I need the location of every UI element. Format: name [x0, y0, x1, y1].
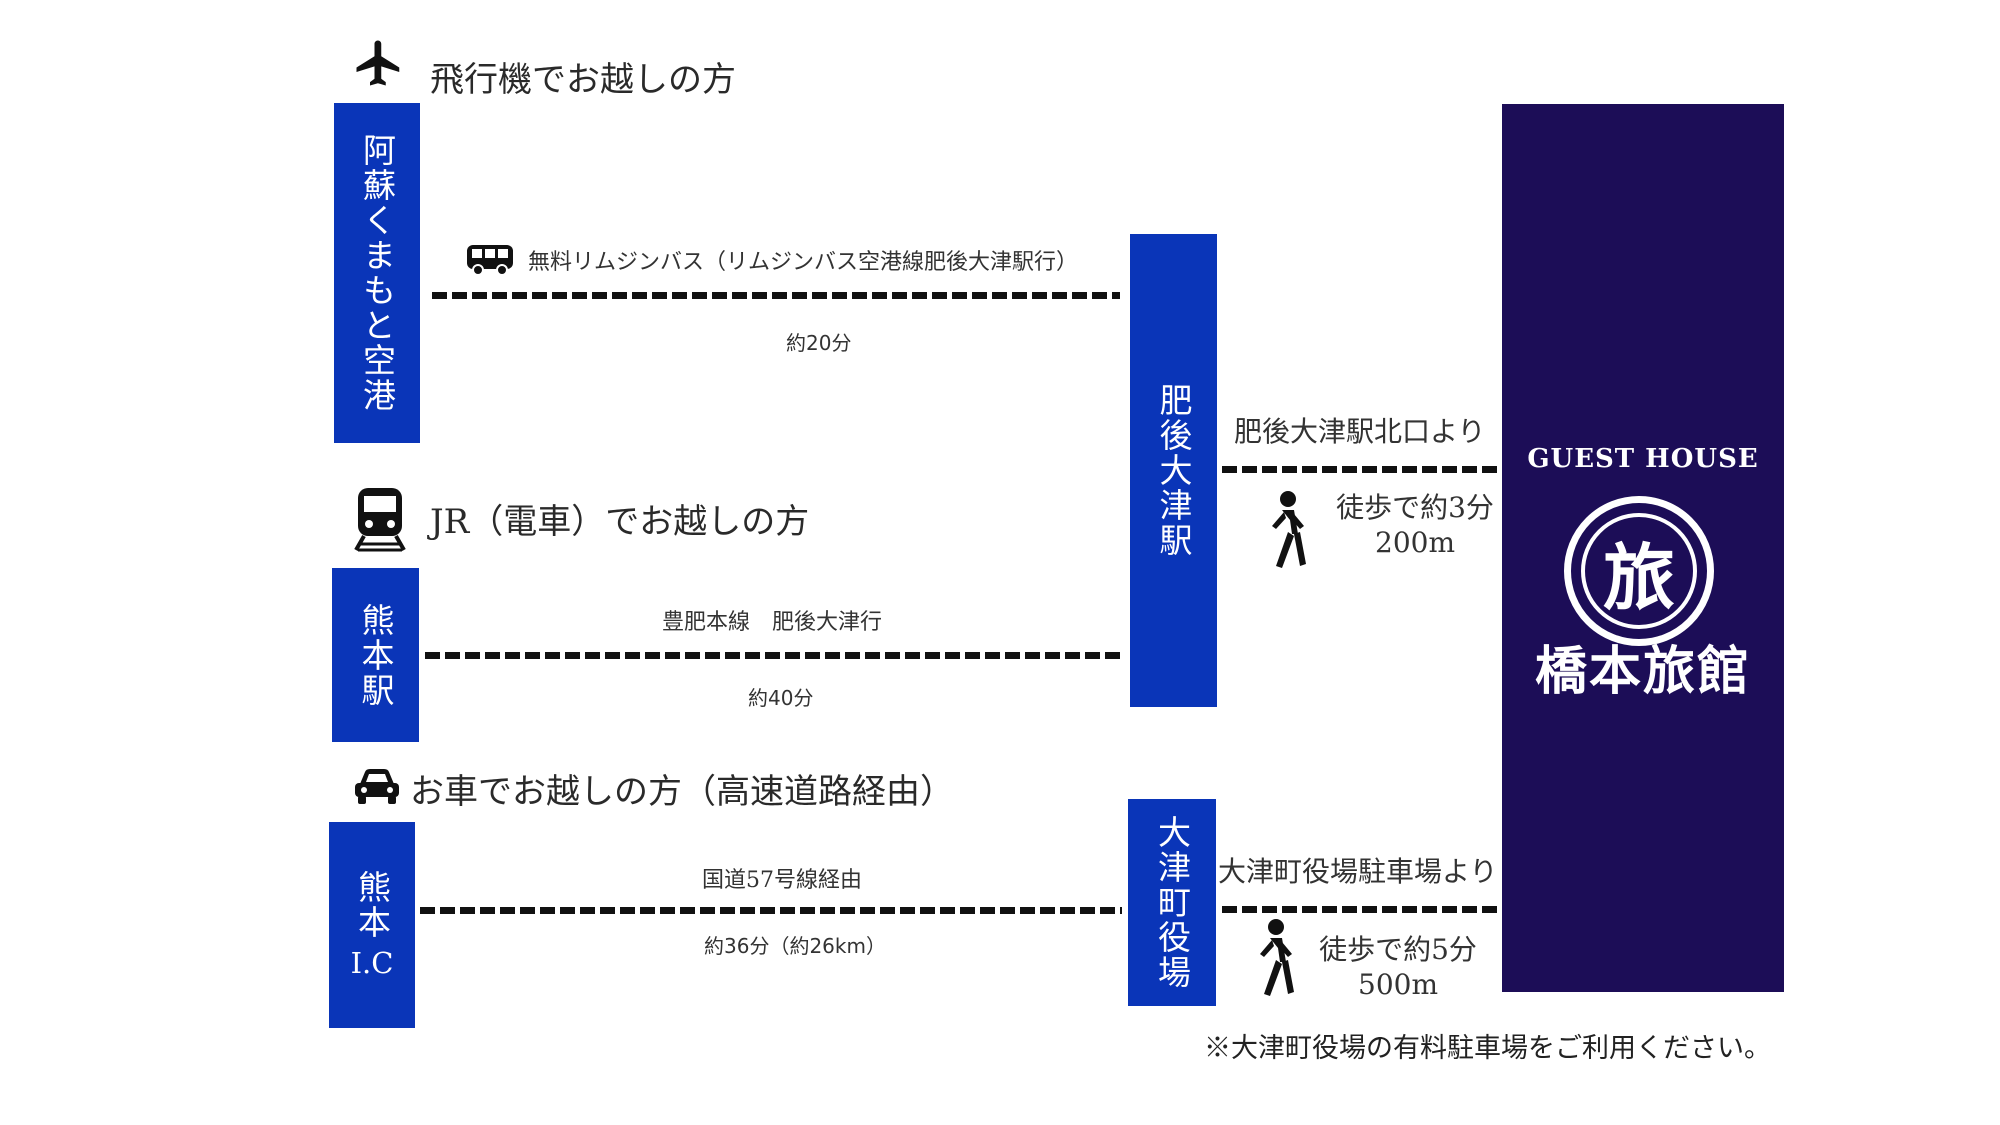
station-walk-time: 徒歩で約3分: [1336, 491, 1494, 524]
office-walk-line: [1222, 906, 1504, 913]
airplane-icon: [356, 40, 400, 86]
rail-heading: JR（電車）でお越しの方: [430, 502, 810, 542]
air-heading: 飛行機でお越しの方: [430, 60, 736, 100]
bus-icon: [467, 245, 513, 276]
kumamoto-ic-sub-label: I.C: [350, 946, 394, 981]
car-heading: お車でお越しの方（高速道路経由）: [410, 772, 954, 812]
inn-logo-char: 旅: [1581, 513, 1697, 629]
station-walk-from: 肥後大津駅北口より: [1234, 415, 1486, 448]
office-walk-distance: 500m: [1358, 968, 1438, 1001]
air-route-time: 約20分: [786, 331, 852, 355]
destination-panel: GUEST HOUSE 旅 橋本旅館: [1502, 104, 1784, 992]
office-walk-from: 大津町役場駐車場より: [1218, 855, 1498, 888]
train-icon: [354, 488, 406, 552]
station-walk-block: 徒歩で約3分 200m: [1330, 490, 1500, 560]
air-route-label: 無料リムジンバス（リムジンバス空港線肥後大津駅行）: [528, 250, 1079, 275]
kumamoto-station-label: 熊本駅: [356, 602, 395, 708]
car-route-line: [420, 907, 1122, 914]
car-icon: [355, 769, 399, 804]
station-walk-distance: 200m: [1375, 526, 1455, 559]
air-route-line: [432, 292, 1120, 299]
kumamoto-station-box: 熊本駅: [332, 568, 419, 742]
higo-ozu-station-label: 肥後大津駅: [1154, 383, 1193, 558]
office-walk-time: 徒歩で約5分: [1319, 933, 1477, 966]
ozu-town-office-box: 大津町役場: [1128, 799, 1216, 1006]
rail-route-line: [425, 652, 1125, 659]
inn-logo: 旅: [1564, 496, 1714, 646]
car-route-time: 約36分（約26km）: [704, 934, 886, 958]
parking-note: ※大津町役場の有料駐車場をご利用ください。: [1204, 1033, 1771, 1064]
station-walk-line: [1222, 466, 1504, 473]
guest-house-label: GUEST HOUSE: [1527, 444, 1759, 474]
airport-box: 阿蘇くまもと空港: [334, 103, 420, 443]
rail-route-time: 約40分: [748, 686, 814, 710]
kumamoto-ic-label: 熊本: [352, 870, 392, 941]
walking-person-icon: [1260, 919, 1294, 996]
car-route-label: 国道57号線経由: [702, 868, 862, 893]
ozu-town-office-label: 大津町役場: [1152, 815, 1192, 990]
rail-route-label: 豊肥本線 肥後大津行: [662, 610, 883, 635]
office-walk-block: 徒歩で約5分 500m: [1308, 932, 1488, 1002]
walking-person-icon: [1272, 491, 1306, 568]
higo-ozu-station-box: 肥後大津駅: [1130, 234, 1217, 707]
kumamoto-ic-box: 熊本 I.C: [329, 822, 415, 1028]
inn-name: 橋本旅館: [1534, 642, 1751, 702]
airport-label: 阿蘇くまもと空港: [357, 133, 397, 413]
